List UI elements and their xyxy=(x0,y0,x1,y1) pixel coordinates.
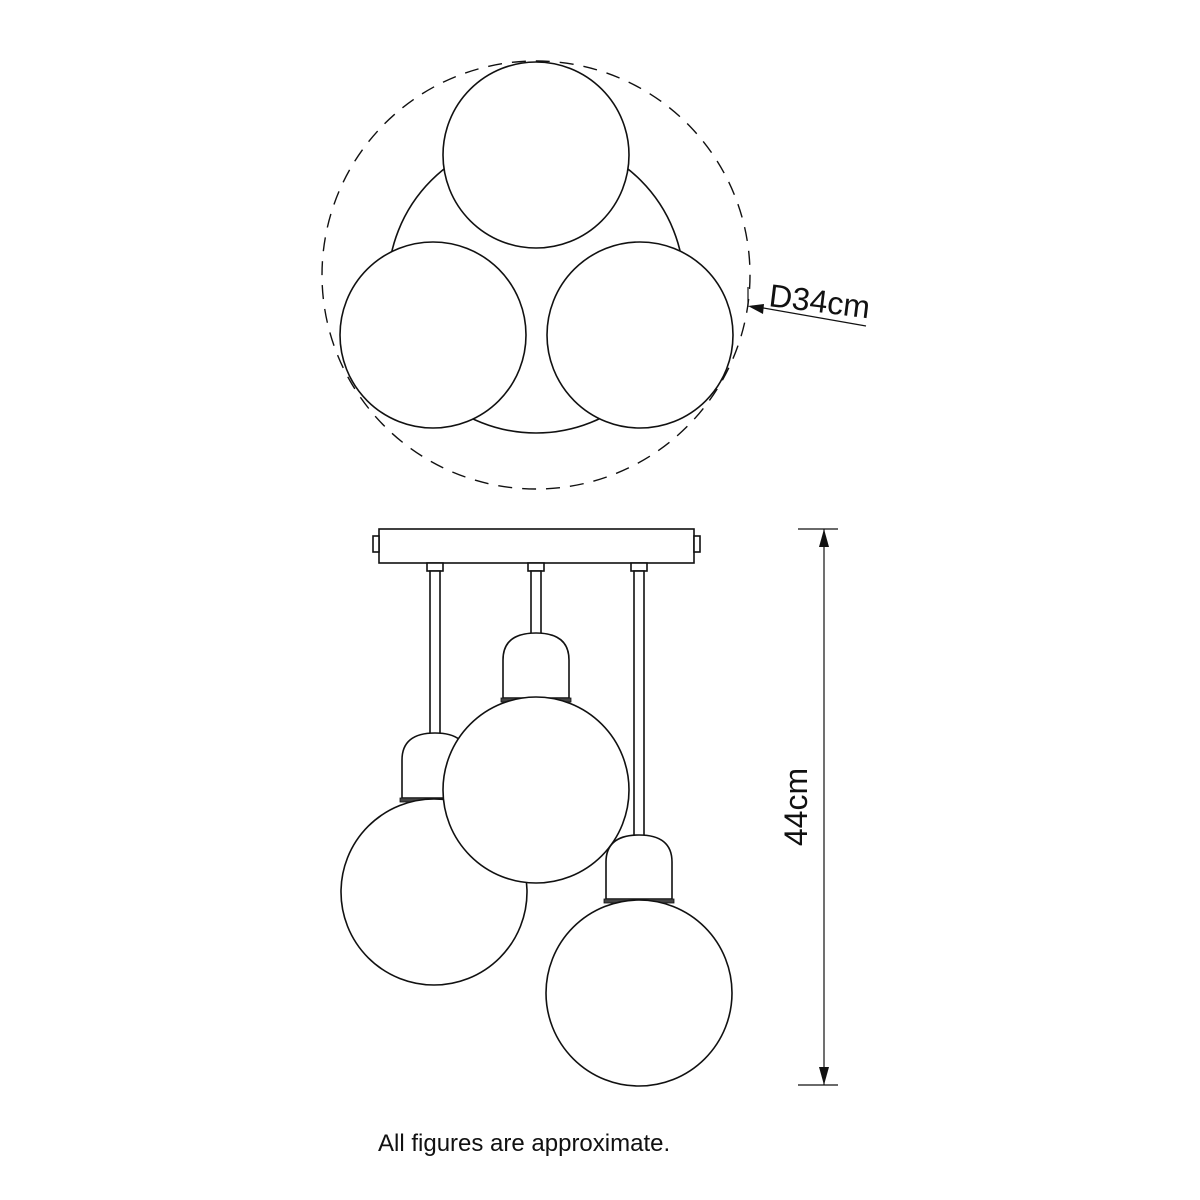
pendant-right-cap xyxy=(630,562,648,572)
top-globe-right xyxy=(546,241,734,429)
canopy-screw-right xyxy=(693,535,701,553)
pendant-left-cap xyxy=(426,562,444,572)
canopy xyxy=(378,528,695,564)
top-globe-left xyxy=(339,241,527,429)
height-arrow-bottom xyxy=(819,1067,829,1085)
pendant-right-rod xyxy=(633,570,645,838)
canopy-screw-left xyxy=(372,535,380,553)
pendant-middle-globe xyxy=(442,696,630,884)
pendant-right xyxy=(545,562,733,1087)
overall-diameter-circle xyxy=(321,60,751,490)
approximation-note: All figures are approximate. xyxy=(378,1130,671,1157)
diameter-leader-line xyxy=(751,305,867,327)
top-view: D34cm xyxy=(321,60,872,490)
pendant-middle xyxy=(442,562,630,884)
pendant-left-rod xyxy=(429,570,441,736)
pendant-middle-cap xyxy=(527,562,545,572)
height-label: 44cm xyxy=(778,768,814,846)
side-view: 44cm xyxy=(340,528,838,1087)
pendant-right-globe xyxy=(545,899,733,1087)
pendant-right-socket xyxy=(605,834,673,900)
height-arrow-top xyxy=(819,529,829,547)
top-globe-upper xyxy=(442,61,630,249)
diameter-arrowhead xyxy=(748,304,764,314)
pendant-middle-rod xyxy=(530,570,542,636)
pendant-middle-socket xyxy=(502,632,570,699)
diameter-label: D34cm xyxy=(767,277,872,325)
height-dimension: 44cm xyxy=(778,528,838,1086)
